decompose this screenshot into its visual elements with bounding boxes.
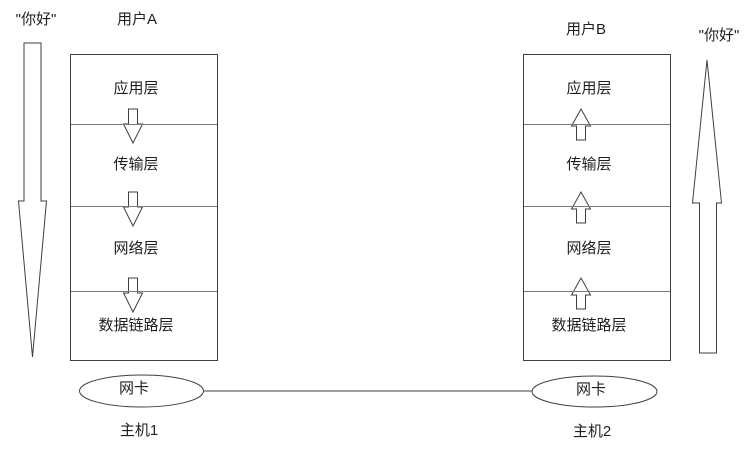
nic-label-left: 网卡 xyxy=(118,380,149,397)
layer-application-left: 应用层 xyxy=(71,55,217,124)
layer-datalink-left: 数据链路层 xyxy=(71,291,217,360)
host-1-label: 主机1 xyxy=(119,422,159,439)
protocol-stack-host1: 应用层 传输层 网络层 数据链路层 xyxy=(70,54,218,361)
layer-application-right: 应用层 xyxy=(524,55,670,124)
layer-label: 数据链路层 xyxy=(551,317,627,335)
layer-datalink-right: 数据链路层 xyxy=(524,291,670,360)
message-text-right: "你好" xyxy=(698,27,740,44)
host-2-label: 主机2 xyxy=(572,423,612,440)
message-text-left: "你好" xyxy=(15,11,57,28)
layer-network-left: 网络层 xyxy=(71,206,217,291)
layer-flow-up-arrow-icon xyxy=(570,276,592,310)
protocol-stack-host2: 应用层 传输层 网络层 数据链路层 xyxy=(523,54,671,361)
layer-network-right: 网络层 xyxy=(524,206,670,291)
layer-label: 传输层 xyxy=(566,156,612,174)
message-flow-up-arrow-icon xyxy=(691,59,723,354)
message-flow-down-arrow-icon xyxy=(17,42,48,358)
layer-label: 网络层 xyxy=(566,240,612,258)
layer-label: 应用层 xyxy=(113,80,159,98)
layer-transport-left: 传输层 xyxy=(71,123,217,206)
layer-label: 网络层 xyxy=(113,240,159,258)
layer-transport-right: 传输层 xyxy=(524,123,670,206)
nic-label-right: 网卡 xyxy=(575,381,606,398)
layer-label: 应用层 xyxy=(566,80,612,98)
layer-label: 数据链路层 xyxy=(98,317,174,335)
layer-label: 传输层 xyxy=(113,156,159,174)
user-a-label: 用户A xyxy=(116,11,157,28)
layer-flow-down-arrow-icon xyxy=(122,277,144,314)
layer-flow-up-arrow-icon xyxy=(570,190,592,224)
user-b-label: 用户B xyxy=(565,21,606,38)
